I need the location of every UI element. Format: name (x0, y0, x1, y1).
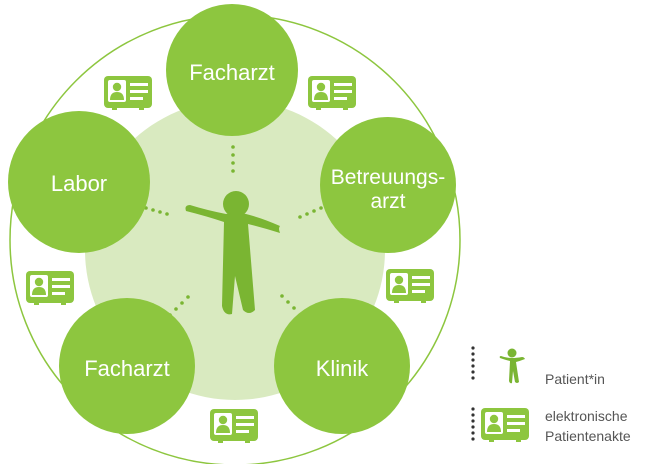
legend-record-label-line1: elektronische (545, 408, 628, 424)
node-label-betreuungsarzt-line2: arzt (370, 190, 405, 213)
health-record-card-icon (386, 269, 434, 303)
health-record-card-icon (104, 76, 152, 110)
node-label-facharzt-bottom: Facharzt (84, 356, 170, 381)
legend: Patient*in elektronische Patientenakte (471, 346, 631, 444)
legend-patient-icon (499, 348, 525, 384)
node-label-betreuungsarzt-line1: Betreuungs- (331, 166, 445, 189)
node-facharzt-top (166, 4, 298, 136)
patient-figure-icon (185, 191, 280, 315)
node-label-facharzt-top: Facharzt (189, 60, 275, 85)
node-betreuungsarzt (320, 117, 456, 253)
legend-patient-label: Patient*in (545, 371, 605, 387)
node-label-klinik: Klinik (316, 356, 370, 381)
legend-record-icon (481, 408, 529, 442)
node-labor (8, 111, 150, 253)
node-facharzt-bottom (59, 298, 195, 434)
node-klinik (274, 298, 410, 434)
health-record-card-icon (308, 76, 356, 110)
node-label-labor: Labor (51, 171, 107, 196)
health-record-card-icon (26, 271, 74, 305)
health-record-card-icon (210, 409, 258, 443)
legend-record-label-line2: Patientenakte (545, 428, 631, 444)
legend-dots (471, 346, 475, 441)
